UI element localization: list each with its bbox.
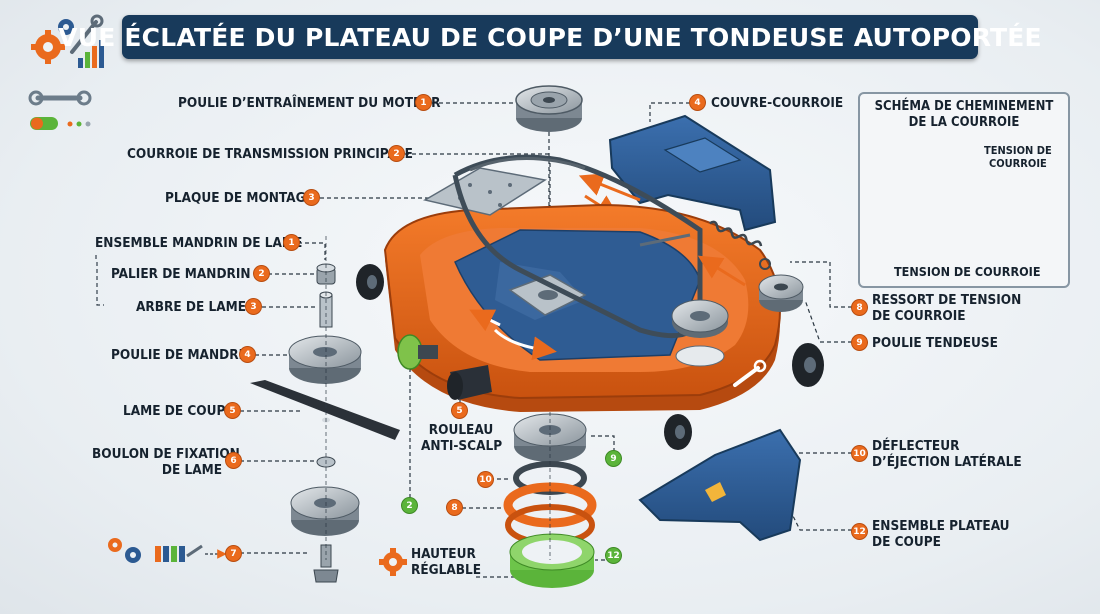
badge-anti-scalp: 5 [452,403,467,418]
anti-scalp-roller [397,334,492,400]
label-idler-pulley: POULIE TENDEUSE [872,335,998,351]
engine-pulley [515,85,583,132]
label-tension-spring: RESSORT DE TENSION DE COURROIE [872,292,1022,324]
side-discharge-deflector [638,428,802,542]
label-spindle-pulley: POULIE DE MANDRIN [111,347,254,363]
badge-item-7: 7 [226,546,241,561]
adjust-gear-icon [379,548,407,576]
schema-title: SCHÉMA DE CHEMINEMENT DE LA COURROIE [874,99,1054,130]
badge-center-8: 8 [447,500,462,515]
badge-spindle-pulley: 4 [240,347,255,362]
wrench-icon [28,90,92,106]
height-adjust-stack [503,413,597,588]
badge-main-belt: 2 [389,146,404,161]
label-blade-shaft: ARBRE DE LAME [136,299,247,315]
badge-cutting-blade: 5 [225,403,240,418]
label-belt-cover: COUVRE-COURROIE [711,95,844,111]
deck-wrench-icon [733,359,767,387]
badge-spindle-assembly: 1 [284,235,299,250]
badge-deck-assembly: 12 [852,524,867,539]
badge-center-2: 2 [402,498,417,513]
gear-wrench-icon [31,14,104,64]
tension-spring [639,220,771,270]
diagram-title-bar: VUE ÉCLATÉE DU PLATEAU DE COUPE D’UNE TO… [58,15,1042,59]
mounting-plate [422,167,587,316]
page-title: VUE ÉCLATÉE DU PLATEAU DE COUPE D’UNE TO… [58,22,1042,52]
label-engine-pulley: POULIE D’ENTRAÎNEMENT DU MOTEUR [178,95,441,111]
toggle-icon [30,117,91,130]
label-mounting-plate: PLAQUE DE MONTAGE [165,190,314,206]
parts-bar-icon [155,544,203,562]
deck-pulleys [671,299,729,367]
badge-idler-pulley: 9 [852,335,867,350]
badge-mounting-plate: 3 [304,190,319,205]
label-main-belt: COURROIE DE TRANSMISSION PRINCIPALE [127,146,413,162]
badge-center-9: 9 [606,451,621,466]
belt-routing-panel: SCHÉMA DE CHEMINEMENT DE LA COURROIE TEN… [858,92,1070,288]
schema-tension-top: TENSION DE COURROIE [984,144,1052,170]
badge-deflector: 10 [852,446,867,461]
badge-blade-shaft: 3 [246,299,261,314]
label-spindle-bearing: PALIER DE MANDRIN [111,266,251,282]
label-cutting-blade: LAME DE COUPE [123,403,234,419]
schema-tension-bottom: TENSION DE COURROIE [894,264,1041,279]
idler-pulley [758,274,804,312]
badge-spindle-bearing: 2 [254,266,269,281]
label-deck-assembly: ENSEMBLE PLATEAU DE COUPE [872,518,1010,550]
badge-blade-bolt: 6 [226,453,241,468]
badge-center-10: 10 [478,472,493,487]
label-height-adjust: HAUTEUR RÉGLABLE [411,546,482,578]
badge-tension-spring: 8 [852,300,867,315]
label-anti-scalp-roller: ROULEAU ANTI-SCALP [421,422,503,454]
badge-engine-pulley: 1 [416,95,431,110]
label-deflector: DÉFLECTEUR D’ÉJECTION LATÉRALE [872,438,1022,470]
bar-chart-icon [78,40,104,68]
badge-belt-cover: 4 [690,95,705,110]
gear-icon [108,538,141,563]
spindle-assembly [250,263,400,583]
badge-center-12: 12 [606,548,621,563]
label-spindle-assembly: ENSEMBLE MANDRIN DE LAME [95,235,303,251]
label-blade-bolt: BOULON DE FIXATION DE LAME [92,446,240,478]
